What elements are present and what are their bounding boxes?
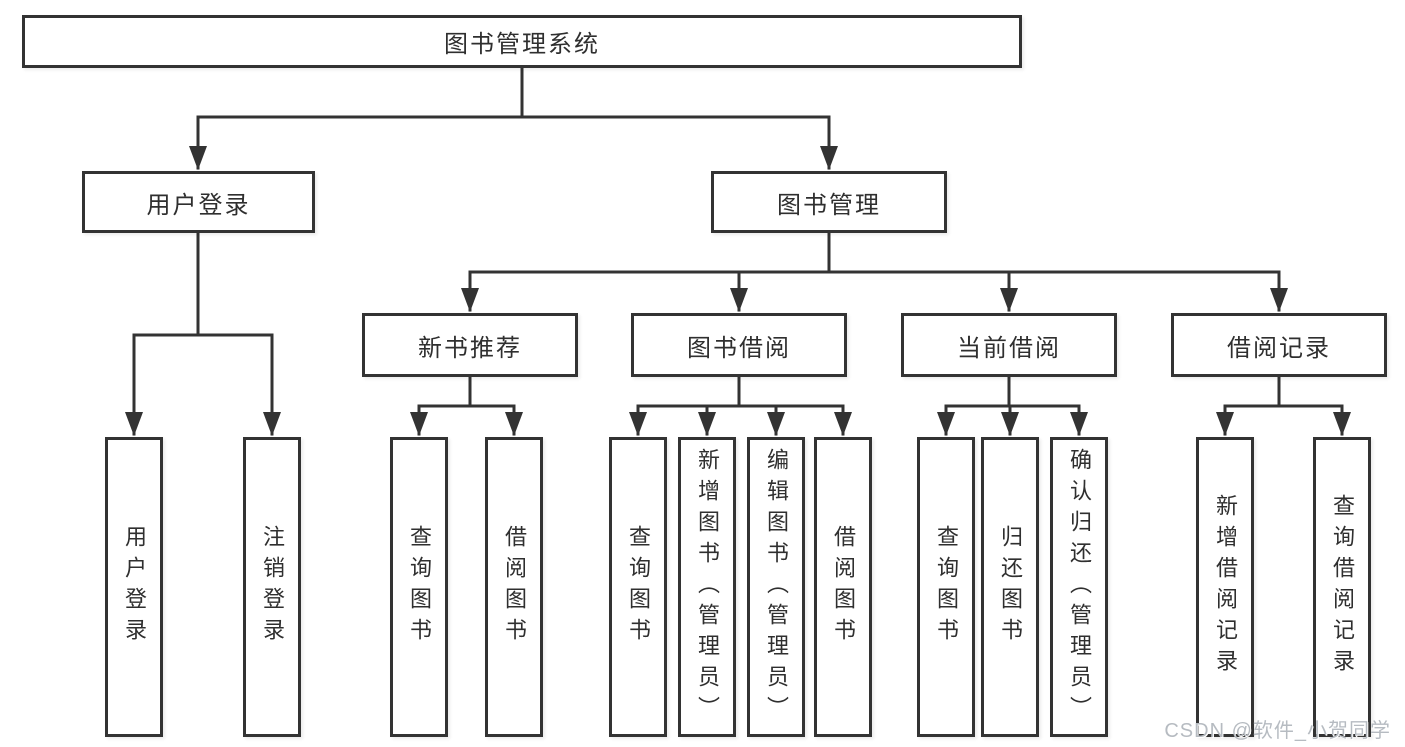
leaf-return-books: 归还图书 bbox=[981, 437, 1039, 737]
node-label: 借阅图书 bbox=[831, 525, 856, 649]
node-current-borrowing: 当前借阅 bbox=[901, 313, 1117, 377]
node-label: 用户登录 bbox=[122, 525, 147, 649]
leaf-edit-books-admin: 编辑图书（管理员） bbox=[747, 437, 805, 737]
node-library-management-system: 图书管理系统 bbox=[22, 15, 1022, 68]
node-label: 借阅图书 bbox=[502, 525, 527, 649]
node-label: 当前借阅 bbox=[957, 334, 1061, 362]
node-borrowing-records: 借阅记录 bbox=[1171, 313, 1387, 377]
node-label: 注销登录 bbox=[260, 525, 285, 649]
node-label: 查询图书 bbox=[407, 525, 432, 649]
node-book-borrowing: 图书借阅 bbox=[631, 313, 847, 377]
leaf-add-books-admin: 新增图书（管理员） bbox=[678, 437, 736, 737]
node-user-login: 用户登录 bbox=[82, 171, 315, 233]
node-label: 新增借阅记录 bbox=[1213, 494, 1238, 680]
node-new-book-recommendation: 新书推荐 bbox=[362, 313, 578, 377]
leaf-borrow-books: 借阅图书 bbox=[814, 437, 872, 737]
node-label: 图书管理系统 bbox=[444, 31, 600, 58]
node-label: 新增图书（管理员） bbox=[695, 447, 720, 727]
node-label: 查询图书 bbox=[934, 525, 959, 649]
tree-connector-lines bbox=[132, 66, 1344, 436]
node-label: 确认归还（管理员） bbox=[1067, 447, 1092, 727]
leaf-borrow-books-recommend: 借阅图书 bbox=[485, 437, 543, 737]
node-label: 编辑图书（管理员） bbox=[764, 447, 789, 727]
leaf-query-borrow-record: 查询借阅记录 bbox=[1313, 437, 1371, 737]
node-label: 查询借阅记录 bbox=[1330, 494, 1355, 680]
node-label: 图书借阅 bbox=[687, 334, 791, 362]
node-book-management: 图书管理 bbox=[711, 171, 947, 233]
leaf-user-login: 用户登录 bbox=[105, 437, 163, 737]
leaf-confirm-return-admin: 确认归还（管理员） bbox=[1050, 437, 1108, 737]
leaf-query-books-borrow: 查询图书 bbox=[609, 437, 667, 737]
node-label: 图书管理 bbox=[777, 191, 881, 219]
csdn-watermark: CSDN @软件_小贺同学 bbox=[1164, 720, 1391, 742]
node-label: 新书推荐 bbox=[418, 334, 522, 362]
leaf-add-borrow-record: 新增借阅记录 bbox=[1196, 437, 1254, 737]
leaf-logout: 注销登录 bbox=[243, 437, 301, 737]
leaf-query-books-recommend: 查询图书 bbox=[390, 437, 448, 737]
node-label: 用户登录 bbox=[146, 191, 251, 219]
node-label: 借阅记录 bbox=[1227, 334, 1331, 362]
arrowhead-icons bbox=[125, 146, 1351, 436]
leaf-query-books-current: 查询图书 bbox=[917, 437, 975, 737]
node-label: 查询图书 bbox=[626, 525, 651, 649]
node-label: 归还图书 bbox=[998, 525, 1023, 649]
